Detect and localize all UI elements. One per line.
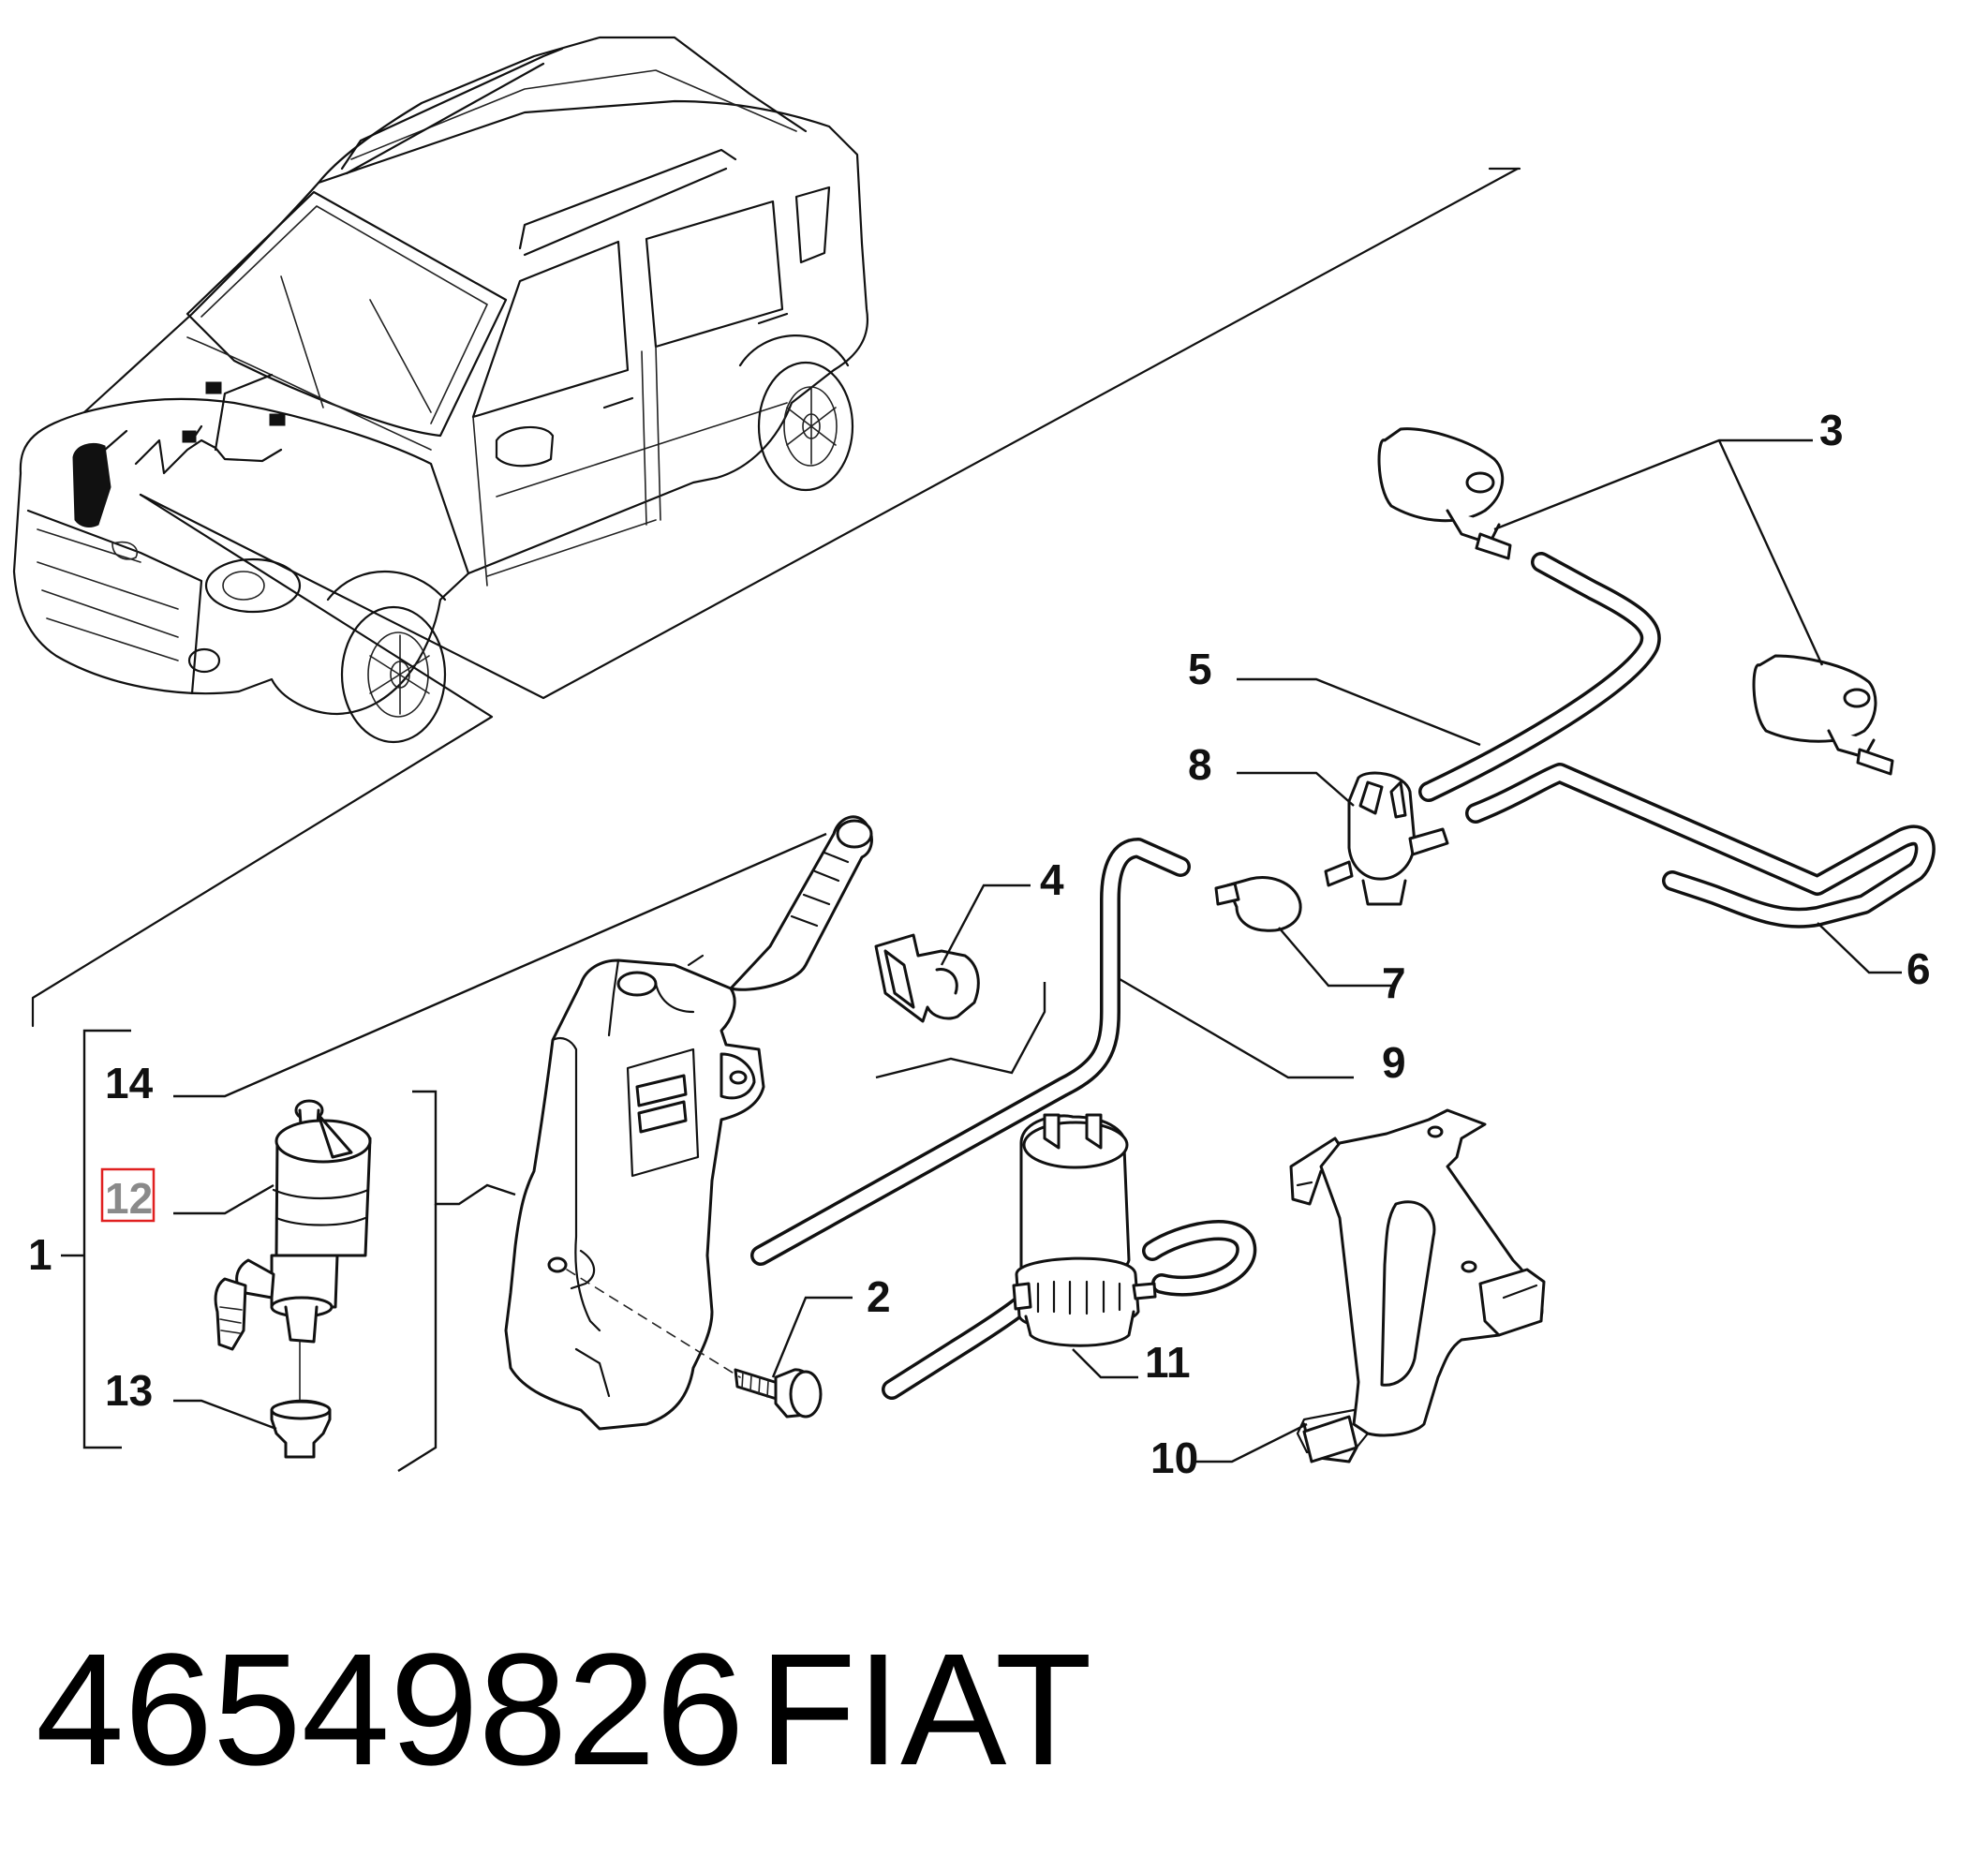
part-8-check-valve [1324,771,1449,906]
callout-3: 3 [1819,406,1844,454]
callout-4: 4 [1040,855,1064,904]
callout-12: 12 [105,1174,153,1223]
callout-1: 1 [28,1230,52,1279]
callout-11: 11 [1145,1338,1191,1387]
part-number: 46549826 [36,1621,745,1799]
callout-6: 6 [1906,944,1931,993]
hoses [750,552,1936,1266]
callout-5: 5 [1188,645,1212,693]
part-7-connector [1214,876,1302,932]
part-4-clip [874,933,980,1023]
callout-2: 2 [867,1272,891,1321]
leader-lines [61,438,1902,1473]
part-13-grommet [270,1399,332,1459]
callouts: 1 2 3 4 5 6 7 8 9 10 11 12 13 14 [28,406,1931,1482]
callout-9: 9 [1382,1038,1406,1087]
callout-14: 14 [105,1059,154,1107]
car-illustration [12,36,1521,1028]
brand-name: FIAT [759,1621,1092,1799]
washer-reservoir [504,815,873,1431]
part-2-bolt [566,1269,823,1419]
highlight-box [100,1167,156,1223]
callout-8: 8 [1188,740,1212,789]
part-10-bracket [1289,1108,1546,1463]
part-12-washer-pump [214,1099,372,1402]
part-3-washer-nozzles [1377,427,1894,776]
callout-7: 7 [1382,958,1406,1007]
callout-13: 13 [105,1366,153,1415]
part-11-pump [882,1113,1257,1400]
callout-10: 10 [1150,1434,1198,1482]
